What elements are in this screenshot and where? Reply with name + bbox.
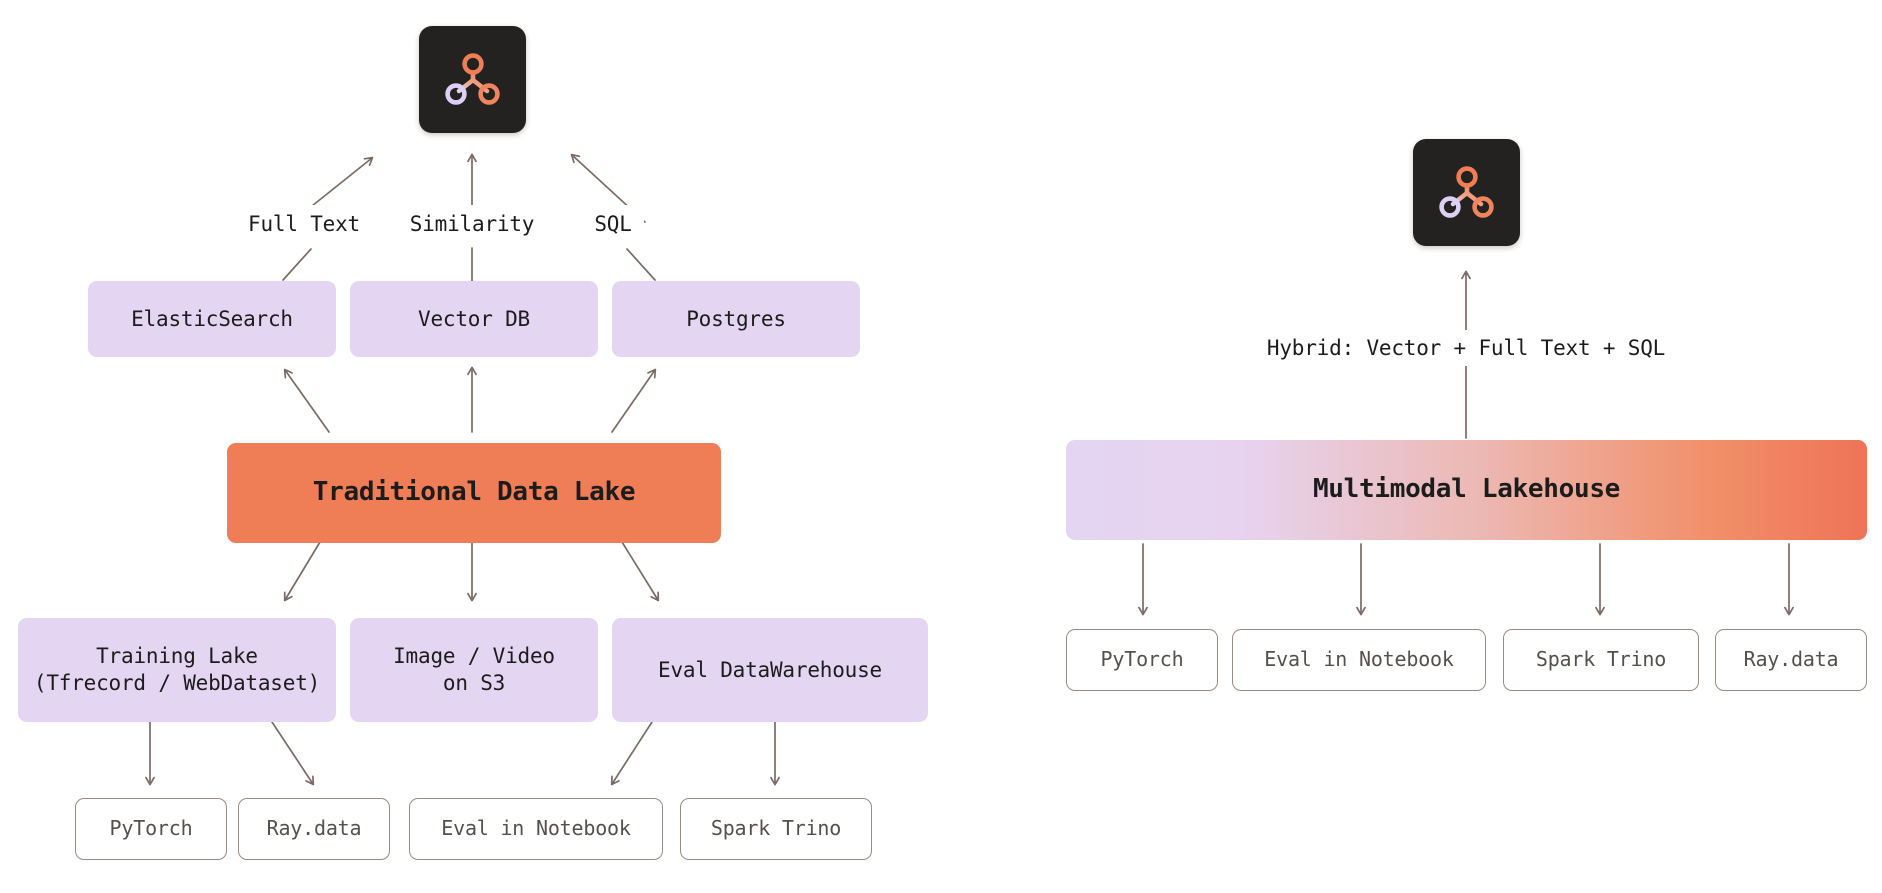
- edge-label-full-text: Full Text: [244, 205, 364, 243]
- node-consumer-eval-in-notebook-left[interactable]: Eval in Notebook: [409, 798, 663, 860]
- edge-label-sql: SQL: [582, 205, 644, 243]
- edge-elasticsearch-to-label: [282, 248, 312, 281]
- edge-label-hybrid-query: Hybrid: Vector + Full Text + SQL: [1266, 330, 1666, 366]
- edge-label-similarity: Similarity: [406, 205, 538, 243]
- graph-nodes-logo-icon: [444, 52, 500, 105]
- node-elasticsearch[interactable]: ElasticSearch: [88, 281, 336, 357]
- node-postgres[interactable]: Postgres: [612, 281, 860, 357]
- node-consumer-pytorch-left[interactable]: PyTorch: [75, 798, 227, 860]
- node-image-video-on-s3[interactable]: Image / Video on S3: [350, 618, 598, 722]
- left-logo-tile: [419, 26, 526, 133]
- edge-eval-warehouse-to-notebook: [610, 721, 653, 786]
- graph-nodes-logo-icon: [1438, 165, 1494, 218]
- right-logo-tile: [1413, 139, 1520, 246]
- edge-postgres-to-label: [626, 248, 656, 281]
- edge-lake-to-elasticsearch: [283, 368, 330, 433]
- edge-lake-to-eval-warehouse: [621, 541, 660, 602]
- node-consumer-spark-trino-right[interactable]: Spark Trino: [1503, 629, 1699, 691]
- node-consumer-raydata-left[interactable]: Ray.data: [238, 798, 390, 860]
- node-vector-db[interactable]: Vector DB: [350, 281, 598, 357]
- node-traditional-data-lake[interactable]: Traditional Data Lake: [227, 443, 721, 543]
- node-training-lake[interactable]: Training Lake (Tfrecord / WebDataset): [18, 618, 336, 722]
- node-consumer-spark-trino-left[interactable]: Spark Trino: [680, 798, 872, 860]
- node-consumer-eval-in-notebook-right-text[interactable]: Eval in Notebook: [1232, 629, 1486, 691]
- node-eval-datawarehouse[interactable]: Eval DataWarehouse: [612, 618, 928, 722]
- node-consumer-pytorch-right[interactable]: PyTorch: [1066, 629, 1218, 691]
- edge-lake-to-training-lake: [283, 541, 321, 602]
- node-consumer-raydata-right[interactable]: Ray.data: [1715, 629, 1867, 691]
- node-multimodal-lakehouse[interactable]: Multimodal Lakehouse: [1066, 440, 1867, 540]
- edge-lake-to-postgres: [611, 368, 657, 433]
- edge-training-lake-to-raydata: [271, 721, 315, 786]
